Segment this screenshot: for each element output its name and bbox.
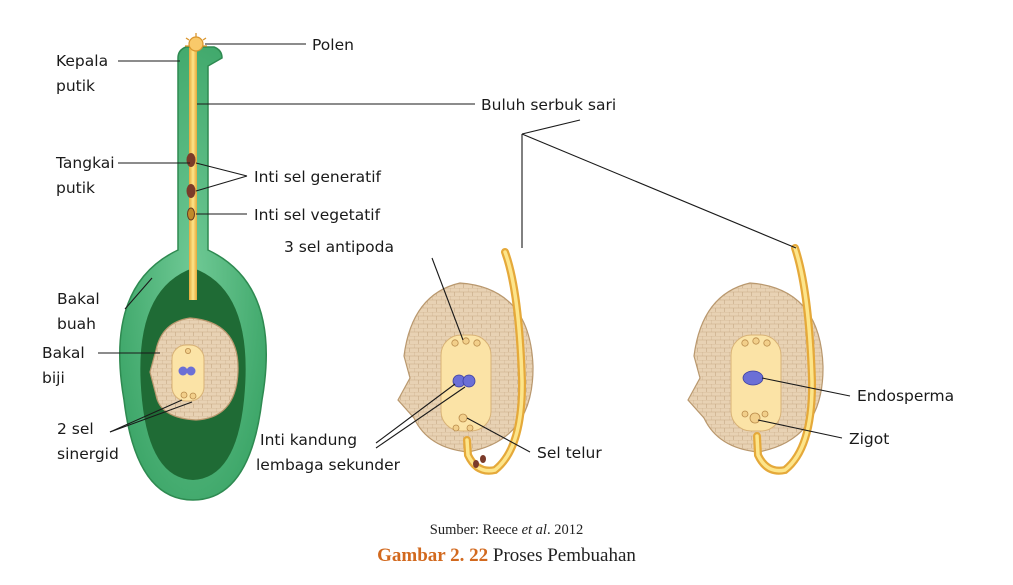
label-sinergid-2: sinergid bbox=[57, 445, 119, 463]
source-italic: et al bbox=[521, 522, 547, 538]
synergid-a bbox=[180, 391, 188, 399]
label-sinergid-1: 2 sel bbox=[57, 420, 94, 438]
source-caption: Sumber: Reece et al. 2012 bbox=[0, 522, 1013, 539]
label-kepala-1: Kepala bbox=[56, 52, 108, 70]
label-endosperma: Endosperma bbox=[857, 387, 954, 405]
label-bakal-biji-1: Bakal bbox=[42, 344, 85, 362]
label-antipoda: 3 sel antipoda bbox=[284, 238, 394, 256]
label-buluh: Buluh serbuk sari bbox=[481, 96, 616, 114]
label-kepala-2: putik bbox=[56, 77, 95, 95]
label-kandung-1: Inti kandung bbox=[260, 431, 357, 449]
pistil bbox=[118, 33, 268, 501]
leader-lines bbox=[98, 43, 851, 453]
label-tangkai-2: putik bbox=[56, 179, 95, 197]
generative-nucleus-1 bbox=[186, 153, 196, 167]
figure-title: Proses Pembuahan bbox=[492, 545, 636, 566]
label-bakal-biji-2: biji bbox=[42, 369, 65, 387]
sperm-cell-a bbox=[473, 460, 479, 468]
ovule-right bbox=[687, 244, 824, 475]
pollen-spikes bbox=[185, 33, 207, 47]
label-bakal-buah-2: buah bbox=[57, 315, 96, 333]
fertilization-diagram: Polen Kepala putik Buluh serbuk sari Tan… bbox=[42, 33, 954, 501]
synergid-b bbox=[189, 392, 197, 400]
sperm-cell-b bbox=[480, 455, 486, 463]
labels: Polen Kepala putik Buluh serbuk sari Tan… bbox=[42, 36, 954, 474]
figure-caption: Gambar 2. 22 Proses Pembuahan bbox=[0, 545, 1013, 567]
endosperm-nucleus bbox=[742, 370, 764, 386]
source-suffix: . 2012 bbox=[546, 522, 584, 538]
antipodal-left bbox=[184, 347, 191, 354]
pollen-tube-style bbox=[189, 48, 197, 300]
label-kandung-2: lembaga sekunder bbox=[256, 456, 401, 474]
label-polen: Polen bbox=[312, 36, 354, 54]
antipodal-a bbox=[451, 339, 459, 347]
vegetative-nucleus bbox=[187, 207, 195, 221]
label-generatif: Inti sel generatif bbox=[254, 168, 382, 186]
figure-number: Gambar 2. 22 bbox=[377, 545, 489, 566]
label-bakal-buah-1: Bakal bbox=[57, 290, 100, 308]
source-prefix: Sumber: Reece bbox=[429, 522, 522, 538]
synergid-mid-b bbox=[466, 424, 474, 432]
antipodal-c bbox=[473, 339, 481, 347]
ovule-middle bbox=[397, 248, 534, 475]
pollen-grain bbox=[188, 36, 204, 52]
polar-nucleus-a bbox=[178, 366, 188, 376]
polar-nucleus-b bbox=[186, 366, 196, 376]
label-tangkai-1: Tangkai bbox=[55, 154, 115, 172]
antipodal-b bbox=[462, 337, 470, 345]
label-vegetatif: Inti sel vegetatif bbox=[254, 206, 381, 224]
generative-nucleus-2 bbox=[186, 184, 196, 198]
secondary-nucleus-b bbox=[462, 374, 476, 388]
label-sel-telur: Sel telur bbox=[537, 444, 602, 462]
egg-cell bbox=[458, 413, 468, 423]
label-zigot: Zigot bbox=[849, 430, 889, 448]
synergid-mid-a bbox=[452, 424, 460, 432]
zygote bbox=[749, 412, 761, 424]
